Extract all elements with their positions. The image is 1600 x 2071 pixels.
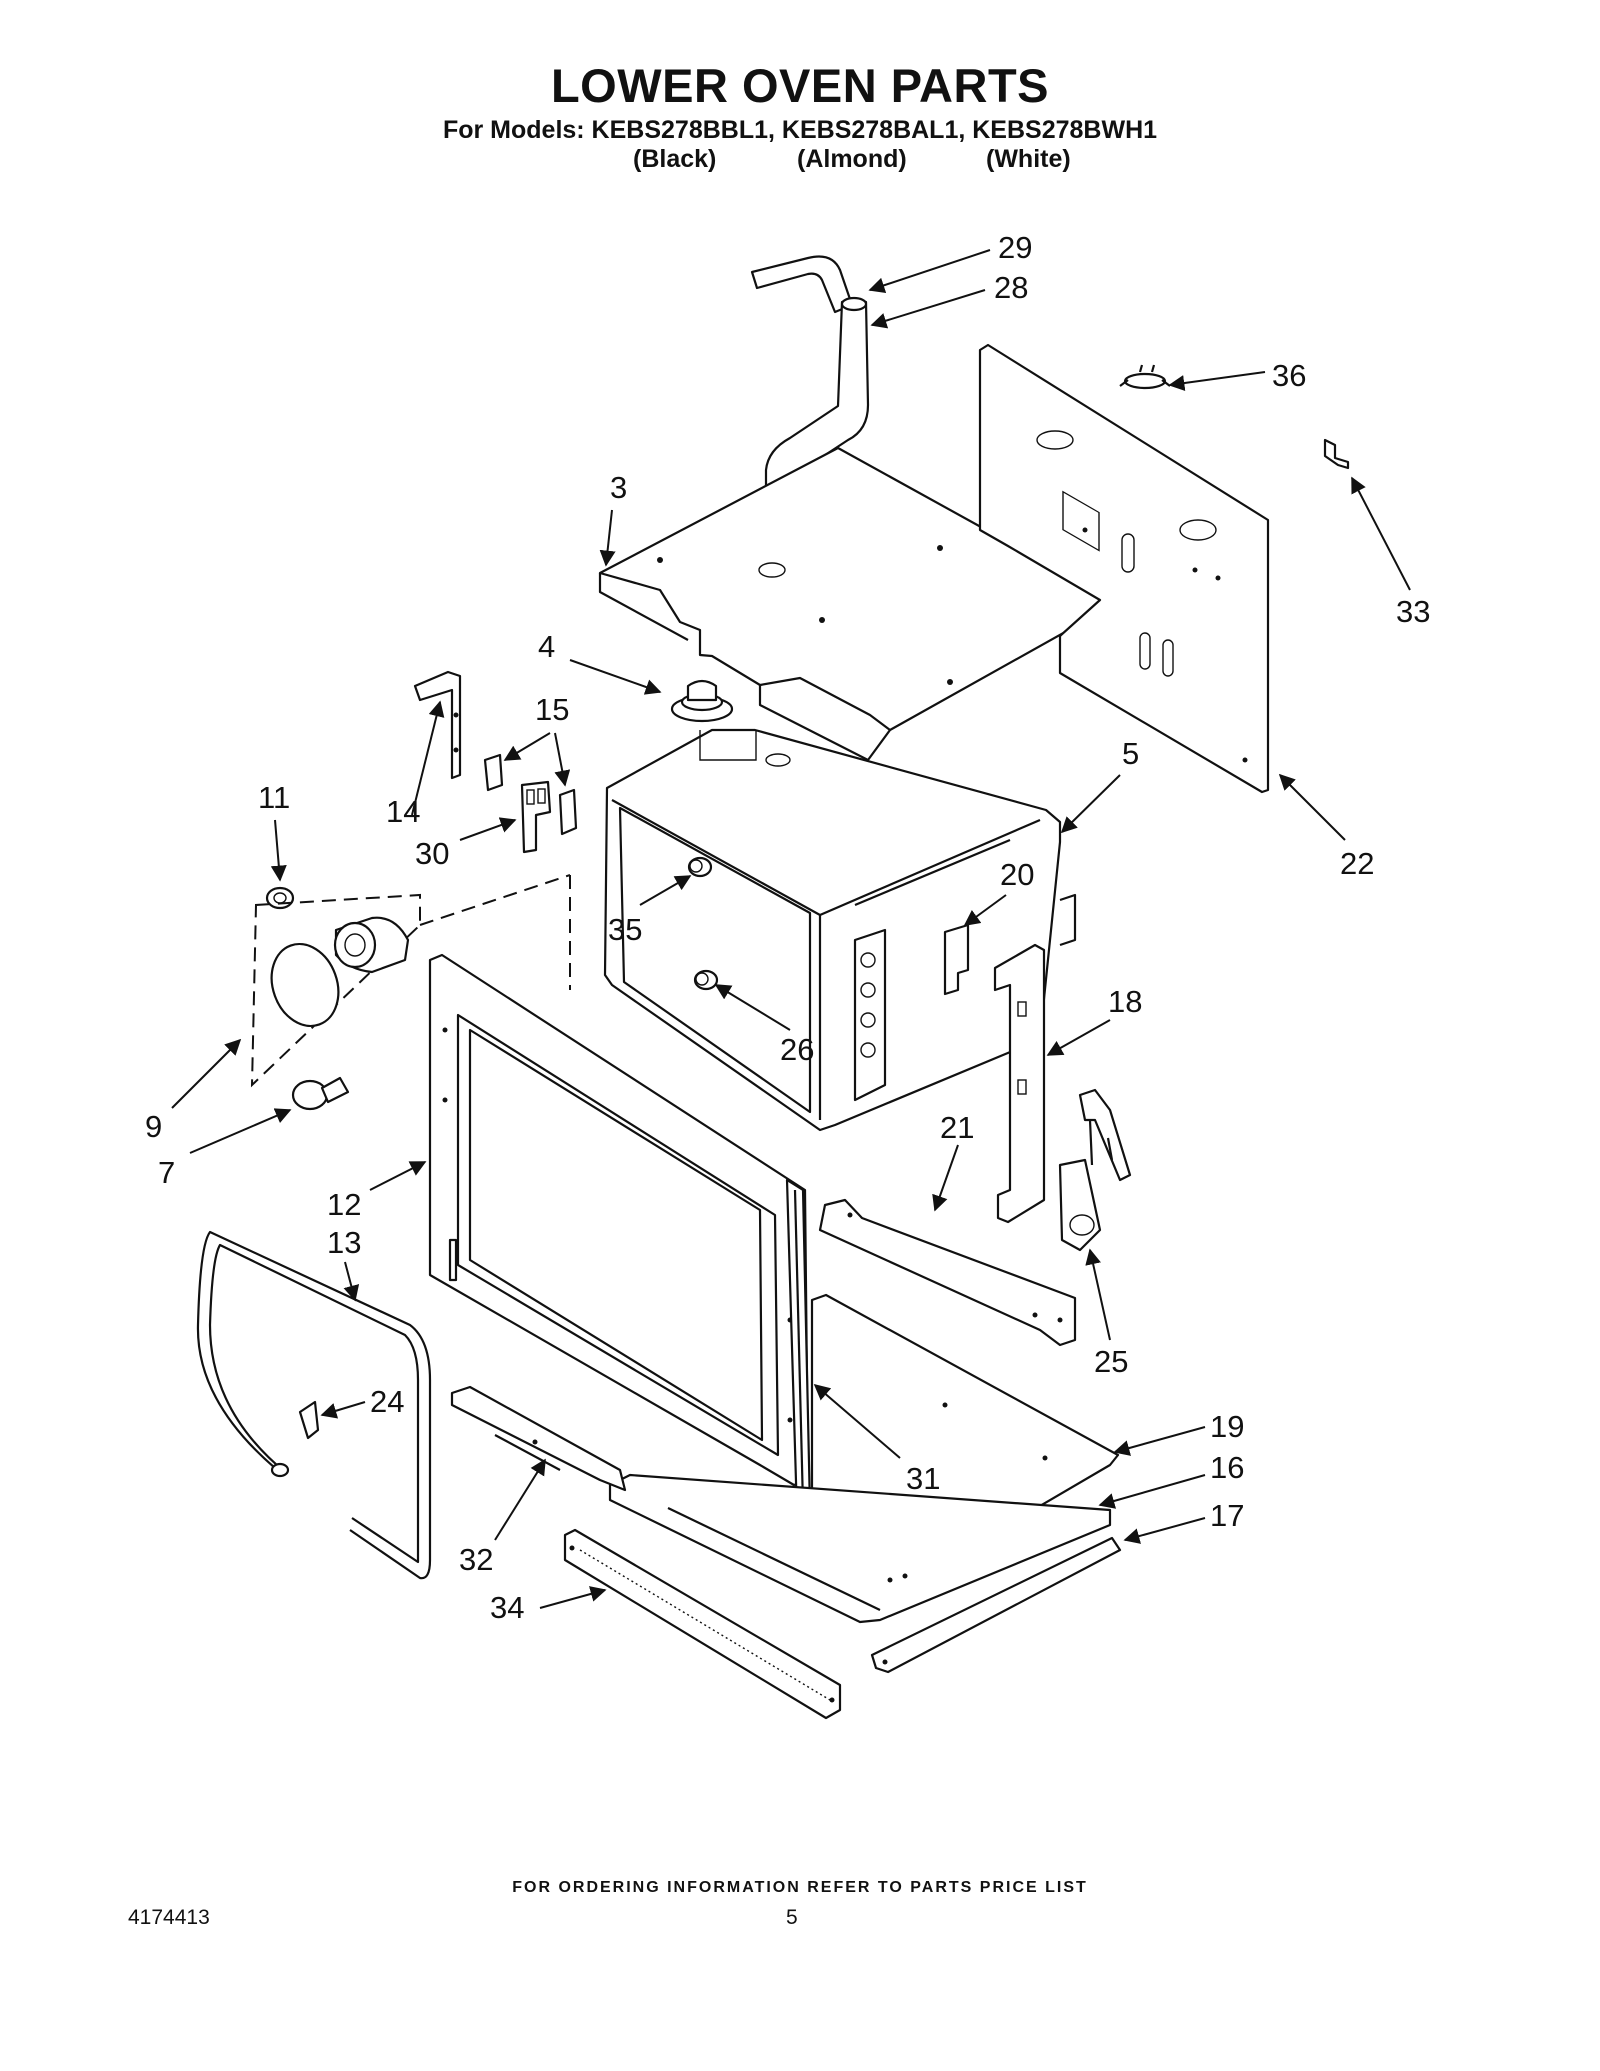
- callout-25: 25: [1094, 1344, 1128, 1379]
- part-17-trim: [870, 1536, 1122, 1674]
- callout-35: 35: [608, 912, 642, 947]
- part-26-plug: [693, 969, 719, 991]
- part-21-rail: [818, 1198, 1077, 1347]
- part-15-brackets: [483, 753, 578, 836]
- callout-33: 33: [1396, 594, 1430, 629]
- part-4-sensor: [670, 679, 734, 723]
- part-9-light-assembly: [250, 874, 571, 1088]
- callout-29: 29: [998, 230, 1032, 265]
- callout-19: 19: [1210, 1409, 1244, 1444]
- callout-20: 20: [1000, 857, 1034, 892]
- callout-15: 15: [535, 692, 569, 727]
- part-30-switch: [520, 780, 552, 854]
- ordering-note: FOR ORDERING INFORMATION REFER TO PARTS …: [512, 1879, 1088, 1896]
- callout-14: 14: [386, 794, 420, 829]
- callout-5: 5: [1122, 736, 1139, 771]
- callout-11: 11: [258, 780, 290, 815]
- part-16-tray: [608, 1473, 1112, 1624]
- callout-22: 22: [1340, 846, 1374, 881]
- callout-17: 17: [1210, 1498, 1244, 1533]
- color-label-white: (White): [986, 145, 1071, 173]
- document-number: 4174413: [128, 1906, 210, 1929]
- page-number: 5: [786, 1906, 798, 1929]
- callout-31: 31: [906, 1461, 940, 1496]
- part-25-hinge: [1058, 1088, 1132, 1252]
- models-line: For Models: KEBS278BBL1, KEBS278BAL1, KE…: [442, 116, 1158, 144]
- part-14-bracket: [413, 670, 462, 780]
- callout-12: 12: [327, 1187, 361, 1222]
- part-22-back-panel: [978, 343, 1270, 794]
- callout-36: 36: [1272, 358, 1306, 393]
- part-35-plug: [687, 856, 713, 878]
- callout-24: 24: [370, 1384, 404, 1419]
- callout-26: 26: [780, 1032, 814, 1067]
- callout-7: 7: [158, 1155, 175, 1190]
- callout-18: 18: [1108, 984, 1142, 1019]
- callout-32: 32: [459, 1542, 493, 1577]
- part-32-bracket: [450, 1385, 627, 1492]
- part-18-bracket: [993, 943, 1046, 1224]
- color-label-black: (Black): [633, 145, 717, 173]
- callout-16: 16: [1210, 1450, 1244, 1485]
- part-29-vent-tube: [750, 255, 854, 314]
- callout-9: 9: [145, 1109, 162, 1144]
- part-5-oven-cavity: [603, 728, 1077, 1132]
- callout-labels: 29 28 36 3 33 4 15 5 14 11 30 20 22 35 2…: [145, 230, 1430, 1625]
- leader-lines: [171, 249, 1411, 1609]
- part-11-washer: [265, 886, 295, 910]
- part-7-bulb: [291, 1076, 350, 1111]
- callout-4: 4: [538, 629, 555, 664]
- part-33-bracket: [1323, 438, 1350, 470]
- callout-3: 3: [610, 470, 627, 505]
- callout-21: 21: [940, 1110, 974, 1145]
- part-13-gasket: [196, 1230, 432, 1580]
- callout-34: 34: [490, 1590, 524, 1625]
- callout-30: 30: [415, 836, 449, 871]
- callout-28: 28: [994, 270, 1028, 305]
- page-title: LOWER OVEN PARTS: [550, 59, 1050, 112]
- color-label-almond: (Almond): [797, 145, 907, 173]
- part-36-clip: [1119, 364, 1171, 390]
- part-34-vent-grille: [563, 1528, 842, 1720]
- callout-13: 13: [327, 1225, 361, 1260]
